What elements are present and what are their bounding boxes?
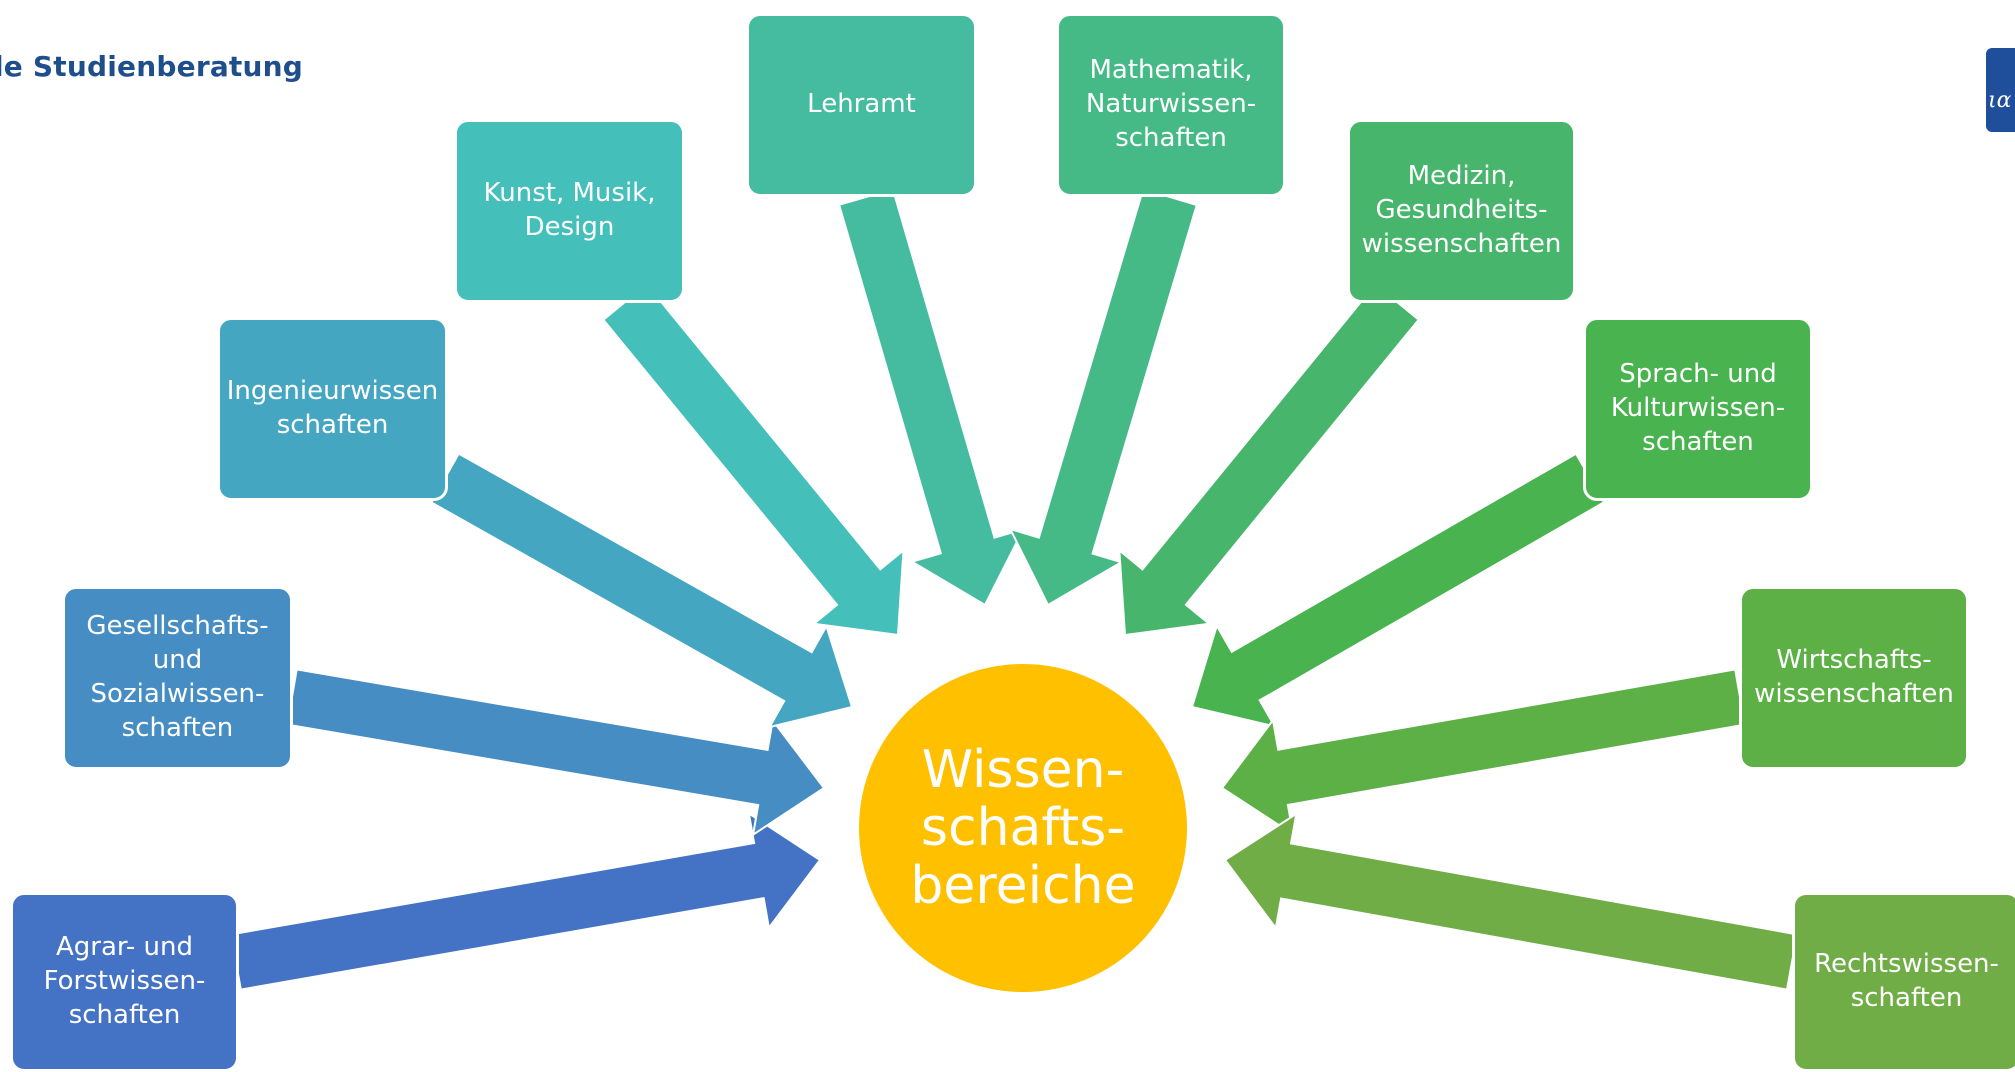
field-box-kunst[interactable]: Kunst, Musik, Design (454, 119, 685, 303)
header-title: le Studienberatung (0, 50, 304, 83)
arrow-0 (230, 811, 822, 991)
field-box-ingenieur[interactable]: Ingenieurwissen schaften (217, 317, 448, 501)
logo-glyph: ια (1988, 88, 2012, 113)
arrow-1 (286, 668, 826, 837)
arrow-5 (1008, 187, 1199, 607)
field-box-gesellschaft[interactable]: Gesellschafts- und Sozialwissen- schafte… (62, 586, 293, 770)
field-box-mathematik[interactable]: Mathematik, Naturwissen- schaften (1056, 13, 1286, 197)
field-box-sprach[interactable]: Sprach- und Kulturwissen- schaften (1583, 317, 1813, 501)
arrow-8 (1220, 668, 1746, 837)
field-box-lehramt[interactable]: Lehramt (746, 13, 977, 197)
arrow-7 (1190, 452, 1606, 728)
center-circle: Wissen- schafts- bereiche (859, 664, 1187, 992)
university-logo (1986, 48, 2015, 132)
arrow-9 (1223, 811, 1799, 991)
field-box-rechts[interactable]: Rechtswissen- schaften (1792, 892, 2015, 1072)
field-box-medizin[interactable]: Medizin, Gesundheits- wissenschaften (1347, 119, 1576, 303)
arrow-2 (429, 452, 854, 729)
arrow-3 (601, 282, 905, 637)
arrow-4 (837, 187, 1026, 607)
field-box-wirtschaft[interactable]: Wirtschafts- wissenschaften (1739, 586, 1969, 770)
field-box-agrar[interactable]: Agrar- und Forstwissen- schaften (10, 892, 239, 1072)
arrow-6 (1118, 282, 1421, 637)
